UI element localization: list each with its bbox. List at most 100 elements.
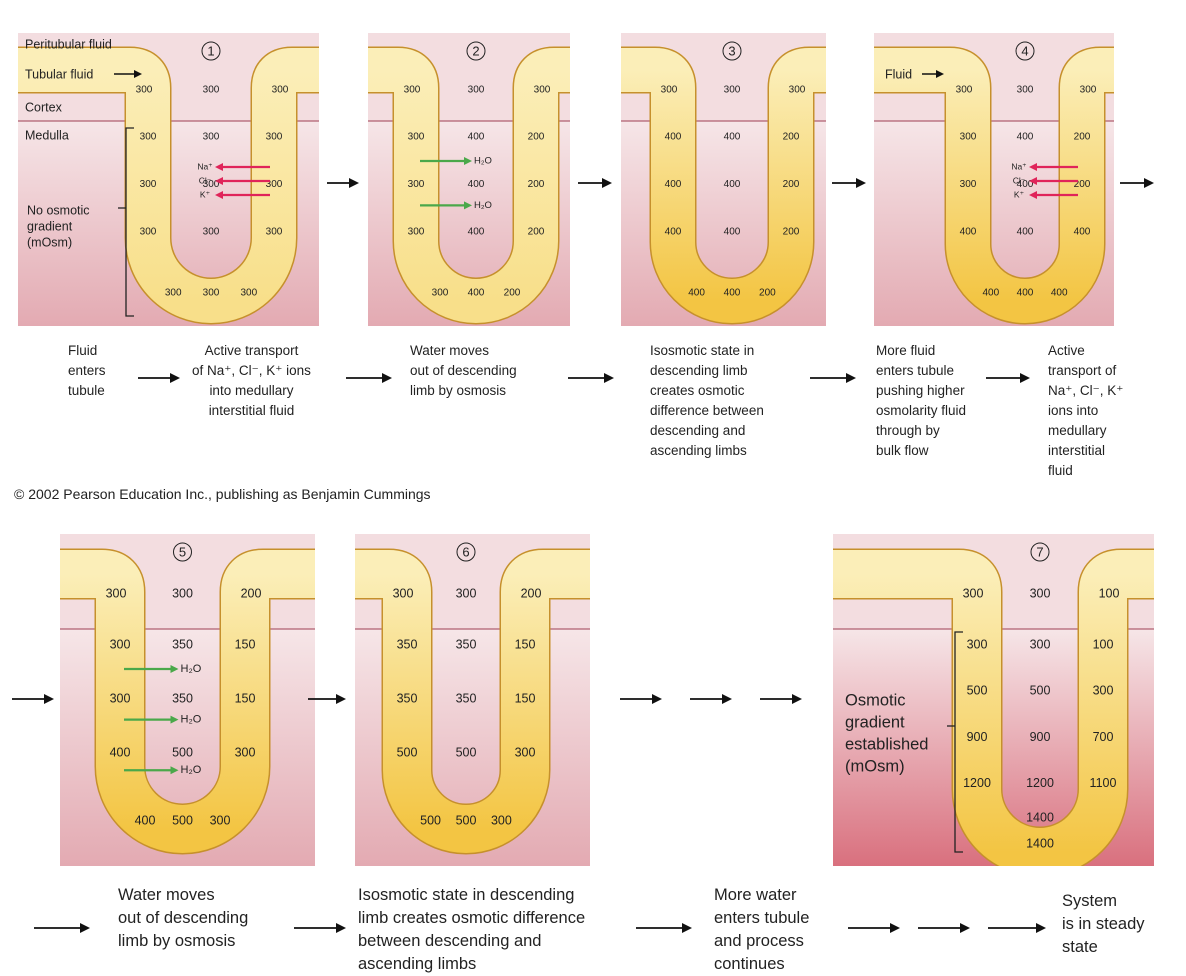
flow-arrow (988, 923, 1046, 933)
value-bend-interstitial: 300 (203, 288, 220, 299)
flow-arrow (138, 373, 180, 383)
value-bend-interstitial: 500 (456, 813, 477, 827)
step-circle (456, 542, 476, 562)
value-ascending-limb: 200 (783, 179, 800, 190)
value-ascending-limb: 400 (1074, 226, 1091, 237)
ion-arrowhead (1029, 191, 1037, 199)
value-ascending-limb: 200 (528, 226, 545, 237)
value-cortex-interstitial: 300 (1030, 586, 1051, 600)
value-bend-lower: 1400 (1026, 836, 1054, 850)
value-ascending-limb: 300 (1093, 684, 1114, 698)
value-cortex-ascending: 200 (521, 586, 542, 600)
caption-top-3: Water moves out of descending limb by os… (410, 343, 517, 398)
copyright-text: © 2002 Pearson Education Inc., publishin… (14, 486, 431, 502)
step-number: 3 (728, 43, 735, 58)
value-bend-ascending: 300 (491, 813, 512, 827)
value-descending-limb: 400 (665, 132, 682, 143)
value-cortex-descending: 300 (963, 586, 984, 600)
value-descending-limb: 300 (967, 637, 988, 651)
label-osmotic-gradient-established: Osmotic (845, 691, 906, 709)
value-descending-limb: 300 (140, 226, 157, 237)
ion-arrowhead (215, 177, 223, 185)
tubular-fluid-arrowhead (134, 70, 142, 78)
value-bend-ascending: 200 (759, 288, 776, 299)
caption-top-4: Isosmotic state in descending limb creat… (650, 343, 764, 458)
step-circle (201, 41, 221, 61)
value-cortex-descending: 300 (136, 85, 153, 96)
flow-arrow (636, 923, 692, 933)
value-bend-ascending: 200 (504, 288, 521, 299)
flow-arrow (34, 923, 90, 933)
value-interstitial: 300 (203, 179, 220, 190)
water-arrowhead (170, 665, 179, 673)
value-bend-descending: 400 (688, 288, 705, 299)
label-no-osmotic-gradient: gradient (27, 219, 73, 233)
value-descending-limb: 400 (665, 179, 682, 190)
value-interstitial: 900 (1030, 730, 1051, 744)
step-number: 2 (472, 43, 479, 58)
value-ascending-limb: 300 (515, 745, 536, 759)
value-bend-upper: 1400 (1026, 810, 1054, 824)
ion-label: K⁺ (1014, 189, 1024, 199)
caption-bottom-3: More water enters tubule and process con… (714, 886, 810, 973)
caption-top-5: More fluid enters tubule pushing higher … (876, 343, 967, 458)
flow-arrow (760, 694, 802, 704)
value-interstitial: 400 (1017, 226, 1034, 237)
caption-top-2: Active transport of Na⁺, Cl⁻, K⁺ ions in… (192, 343, 311, 418)
value-bend-ascending: 400 (1051, 288, 1068, 299)
value-ascending-limb: 300 (266, 226, 283, 237)
step-circle (1030, 542, 1050, 562)
value-interstitial: 300 (203, 226, 220, 237)
value-ascending-limb: 200 (1074, 132, 1091, 143)
value-ascending-limb: 1100 (1090, 776, 1117, 790)
water-arrowhead (464, 201, 472, 210)
value-descending-limb: 400 (110, 745, 131, 759)
ion-label: K⁺ (200, 189, 210, 199)
value-descending-limb: 400 (960, 226, 977, 237)
ion-label: Cl⁻ (1013, 175, 1026, 185)
value-ascending-limb: 200 (1074, 179, 1091, 190)
flow-arrow (568, 373, 614, 383)
tubule-lumen (60, 550, 315, 853)
value-cortex-descending: 300 (106, 586, 127, 600)
step-number: 4 (1021, 43, 1028, 58)
value-cortex-ascending: 100 (1099, 586, 1120, 600)
caption-bottom-1: Water moves out of descending limb by os… (118, 886, 249, 950)
ion-arrowhead (215, 163, 223, 171)
value-cortex-interstitial: 300 (1017, 85, 1034, 96)
value-ascending-limb: 200 (528, 132, 545, 143)
flow-arrow (986, 373, 1030, 383)
flow-arrow (327, 178, 359, 188)
ion-arrowhead (1029, 177, 1037, 185)
value-interstitial: 500 (1030, 684, 1051, 698)
flow-arrow (308, 694, 346, 704)
value-descending-limb: 1200 (963, 776, 991, 790)
value-ascending-limb: 700 (1093, 730, 1114, 744)
fluid-arrowhead (936, 70, 944, 78)
flow-arrow (12, 694, 54, 704)
value-interstitial: 400 (468, 132, 485, 143)
value-cortex-descending: 300 (661, 85, 678, 96)
value-interstitial: 350 (172, 691, 193, 705)
step-number: 7 (1036, 544, 1043, 559)
flow-arrow (690, 694, 732, 704)
value-interstitial: 400 (468, 179, 485, 190)
label-osmotic-gradient-established: established (845, 735, 928, 753)
value-interstitial: 500 (172, 745, 193, 759)
value-ascending-limb: 100 (1093, 637, 1114, 651)
value-cortex-descending: 300 (393, 586, 414, 600)
gradient-bracket (125, 127, 134, 317)
value-cortex-descending: 300 (404, 85, 421, 96)
label-tubular-fluid: Tubular fluid (25, 67, 93, 81)
label-medulla: Medulla (25, 128, 69, 142)
value-descending-limb: 300 (110, 691, 131, 705)
flow-arrow (832, 178, 866, 188)
flow-arrow (918, 923, 970, 933)
step-circle (173, 542, 192, 562)
value-interstitial: 400 (1017, 179, 1034, 190)
value-cortex-ascending: 300 (1080, 85, 1097, 96)
